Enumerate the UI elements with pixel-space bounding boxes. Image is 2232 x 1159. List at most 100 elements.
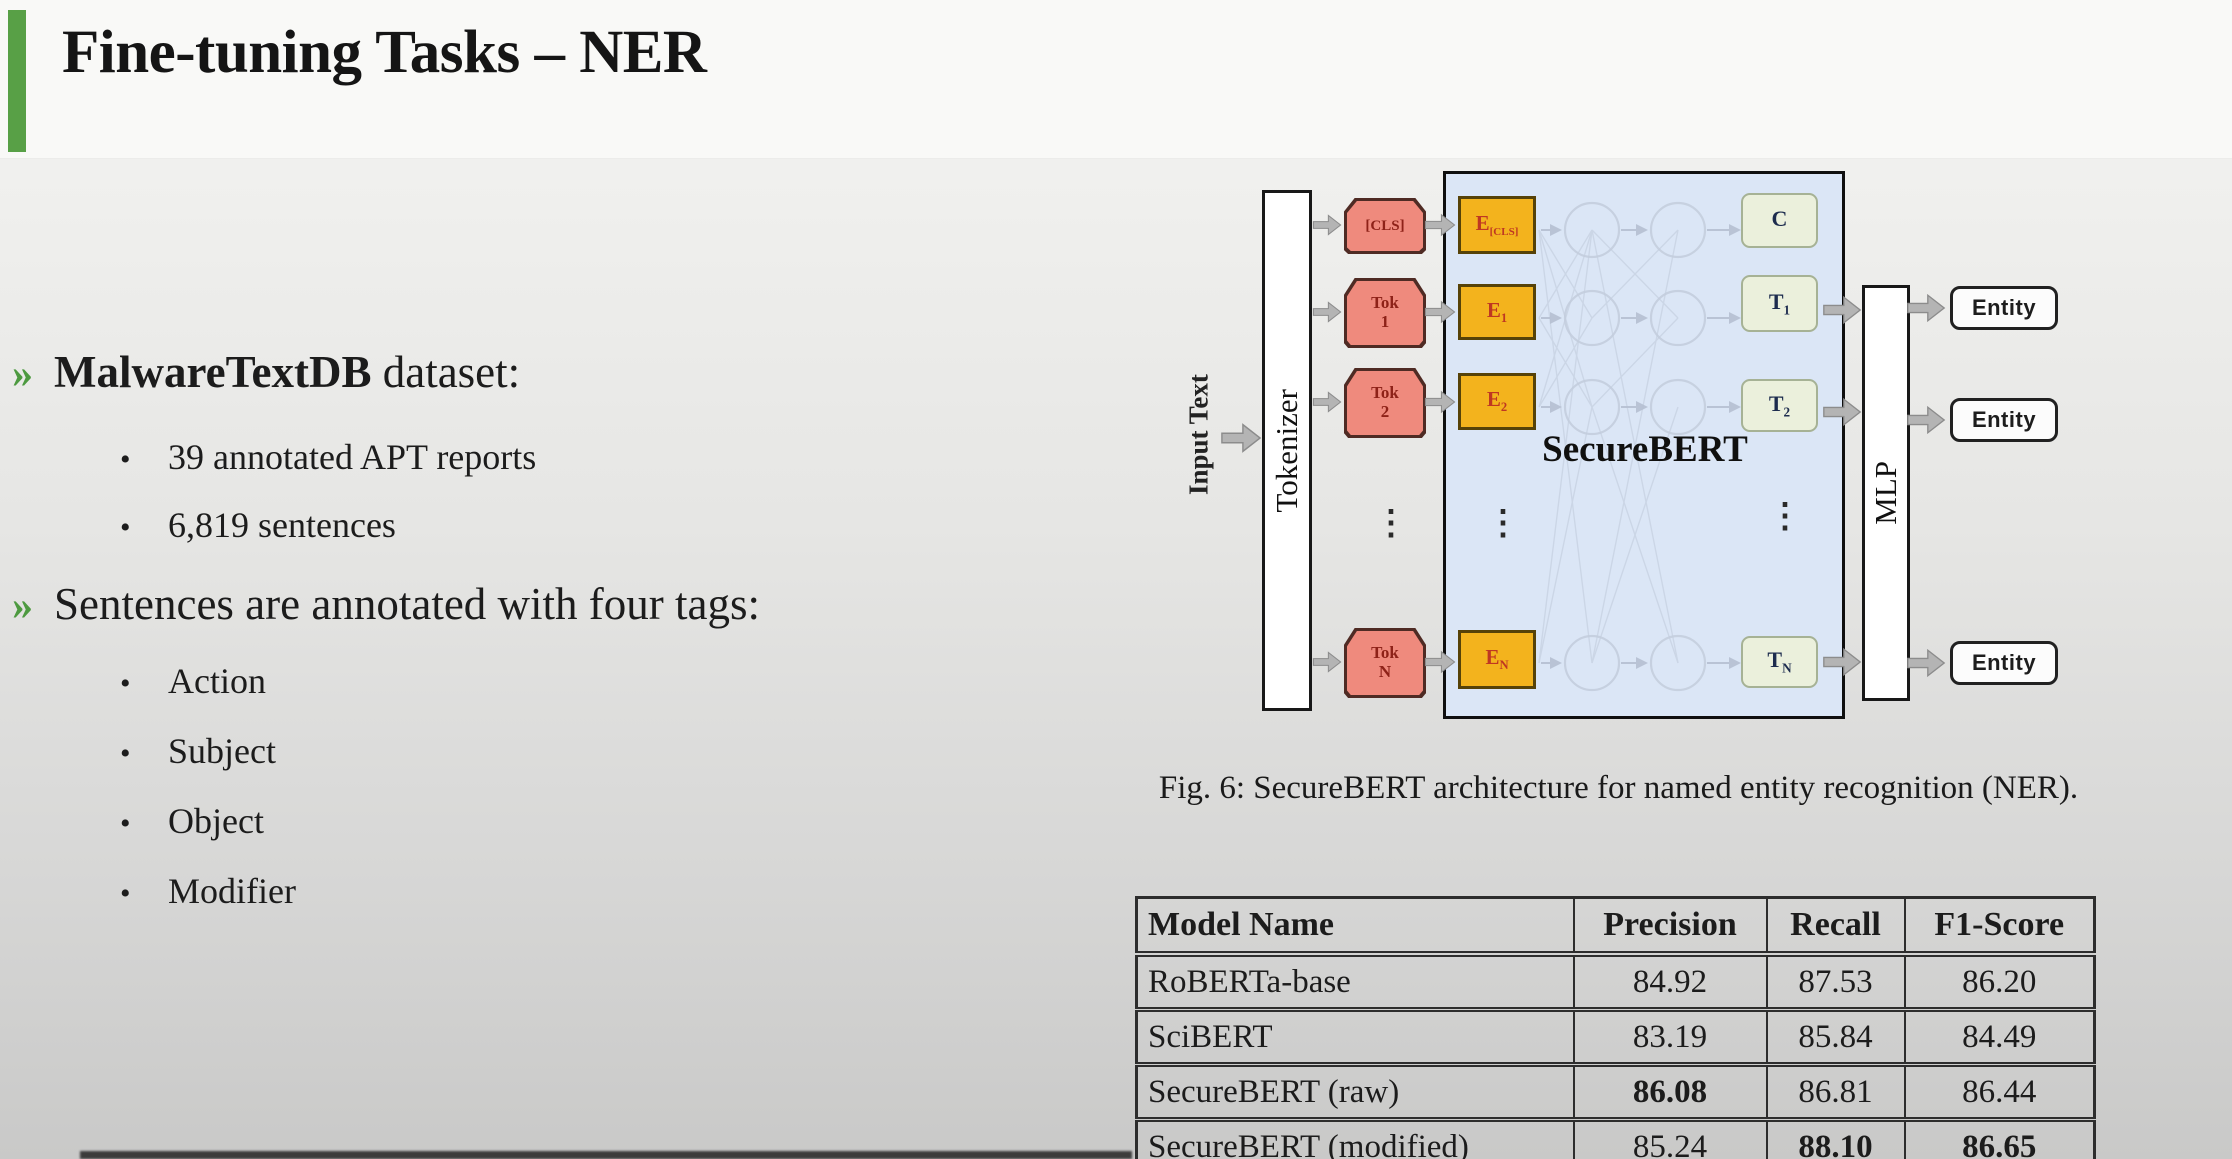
embedding-ellipsis: ⋮ <box>1486 505 1520 542</box>
dot-bullet-icon: • <box>120 737 131 770</box>
arrow-right-icon <box>1424 213 1456 237</box>
cell-model: SciBERT <box>1136 1007 1575 1065</box>
output-label: T2 <box>1768 390 1791 420</box>
arrow-right-icon <box>1312 391 1342 413</box>
token-label: Tok N <box>1347 631 1423 695</box>
arrow-right-icon <box>1823 397 1862 427</box>
col-header-precision: Precision <box>1573 897 1768 957</box>
bullet-tag-subject-text: Subject <box>168 731 276 771</box>
output-label: T1 <box>1768 288 1791 318</box>
cell-precision: 84.92 <box>1573 954 1768 1010</box>
neural-network-graphic <box>1538 201 1741 692</box>
bullet-tag-subject: • Subject <box>120 730 276 772</box>
table-header-row: Model Name Precision Recall F1-Score <box>1136 897 2095 957</box>
chevron-bullet-icon: » <box>12 583 33 629</box>
cell-recall: 85.84 <box>1766 1007 1906 1065</box>
mlp-label: MLP <box>1868 461 1903 525</box>
output-ellipsis: ⋮ <box>1768 498 1802 535</box>
bullet-sentences-count-text: 6,819 sentences <box>168 505 396 545</box>
cell-precision: 86.08 <box>1573 1062 1768 1120</box>
dot-bullet-icon: • <box>120 511 131 544</box>
table-row: SciBERT 83.19 85.84 84.49 <box>1136 1007 2095 1065</box>
arrow-right-icon <box>1312 651 1342 673</box>
results-table: Model Name Precision Recall F1-Score RoB… <box>1135 896 2096 1159</box>
token-box-2: Tok 2 <box>1344 368 1426 438</box>
cell-recall: 88.10 <box>1766 1117 1906 1159</box>
token-label: Tok 1 <box>1347 281 1423 345</box>
col-header-f1: F1-Score <box>1904 897 2095 957</box>
embedding-box-n: EN <box>1458 630 1536 689</box>
cell-f1: 86.44 <box>1904 1062 2095 1120</box>
col-header-recall: Recall <box>1766 897 1906 957</box>
arrow-right-icon <box>1424 390 1456 414</box>
bullet-tag-object: •Object <box>120 800 264 842</box>
dot-bullet-icon: • <box>120 667 131 700</box>
cell-model: SecureBERT (modified) <box>1136 1117 1575 1159</box>
entity-box-3: Entity <box>1950 641 2058 685</box>
embedding-label: EN <box>1485 645 1509 673</box>
bullet-tag-modifier: •Modifier <box>120 870 296 912</box>
bullet-tag-object-text: Object <box>168 801 264 841</box>
title-accent-bar <box>8 10 26 152</box>
bottom-shadow-bar <box>80 1151 1132 1159</box>
token-ellipsis: ⋮ <box>1374 505 1408 542</box>
bullet-sentences-count: • 6,819 sentences <box>120 504 396 546</box>
bullet-dataset: » MalwareTextDB dataset: <box>12 346 520 398</box>
bullet-tag-action-text: Action <box>168 661 266 701</box>
arrow-right-icon <box>1823 295 1862 325</box>
figure-caption: Fig. 6: SecureBERT architecture for name… <box>1158 770 2079 806</box>
arrow-right-icon <box>1823 647 1862 677</box>
bullet-dataset-bold: MalwareTextDB <box>54 347 372 397</box>
token-label: [CLS] <box>1347 201 1423 251</box>
output-box-c: C <box>1741 193 1818 248</box>
cell-model: RoBERTa-base <box>1136 954 1575 1010</box>
embedding-label: E2 <box>1486 387 1508 415</box>
input-text-label: Input Text <box>1183 374 1214 496</box>
output-box-t1: T1 <box>1741 275 1818 332</box>
cell-model: SecureBERT (raw) <box>1136 1062 1575 1120</box>
output-box-tn: TN <box>1741 636 1818 688</box>
bullet-tags: » Sentences are annotated with four tags: <box>12 578 760 630</box>
table-row: SecureBERT (modified) 85.24 88.10 86.65 <box>1136 1117 2095 1159</box>
cell-recall: 87.53 <box>1766 954 1906 1010</box>
arrow-right-icon <box>1312 214 1342 236</box>
arrow-right-icon <box>1907 293 1946 323</box>
arrow-right-icon <box>1907 405 1946 435</box>
cell-f1: 84.49 <box>1904 1007 2095 1065</box>
bullet-tag-action: • Action <box>120 660 266 702</box>
bullet-dataset-rest: dataset: <box>371 347 521 397</box>
embedding-label: E[CLS] <box>1475 211 1519 239</box>
arrow-right-icon <box>1424 300 1456 324</box>
title-band: Fine-tuning Tasks – NER <box>0 0 2232 159</box>
securebert-box <box>1443 171 1845 719</box>
cell-f1: 86.20 <box>1962 963 2037 1000</box>
cell-precision: 85.24 <box>1573 1117 1768 1159</box>
bullet-apt-reports: • 39 annotated APT reports <box>120 436 536 478</box>
embedding-box-2: E2 <box>1458 373 1536 430</box>
cell-f1: 86.65 <box>1904 1117 2095 1159</box>
bullet-tags-text: Sentences are annotated with four tags: <box>54 579 761 629</box>
bullet-tag-modifier-text: Modifier <box>168 871 296 911</box>
token-box-n: Tok N <box>1344 628 1426 698</box>
embedding-box-1: E1 <box>1458 284 1536 340</box>
slide-title: Fine-tuning Tasks – NER <box>62 19 707 86</box>
dot-bullet-icon: • <box>120 443 131 476</box>
table-row: RoBERTa-base 84.92 87.53 86.20 <box>1136 954 2095 1010</box>
entity-box-1: Entity <box>1950 286 2058 330</box>
cell-recall: 86.81 <box>1766 1062 1906 1120</box>
output-label: TN <box>1767 647 1792 676</box>
output-label: C <box>1771 205 1788 231</box>
bullet-apt-reports-text: 39 annotated APT reports <box>168 437 537 477</box>
chevron-bullet-icon: » <box>12 351 33 397</box>
entity-box-2: Entity <box>1950 398 2058 442</box>
token-box-1: Tok 1 <box>1344 278 1426 348</box>
token-label: Tok 2 <box>1347 371 1423 435</box>
arrow-right-icon <box>1221 423 1262 453</box>
cell-precision: 83.19 <box>1573 1007 1768 1065</box>
tokenizer-label: Tokenizer <box>1269 388 1304 513</box>
output-box-t2: T2 <box>1741 379 1818 432</box>
token-box-cls: [CLS] <box>1344 198 1426 254</box>
arrow-right-icon <box>1312 301 1342 323</box>
